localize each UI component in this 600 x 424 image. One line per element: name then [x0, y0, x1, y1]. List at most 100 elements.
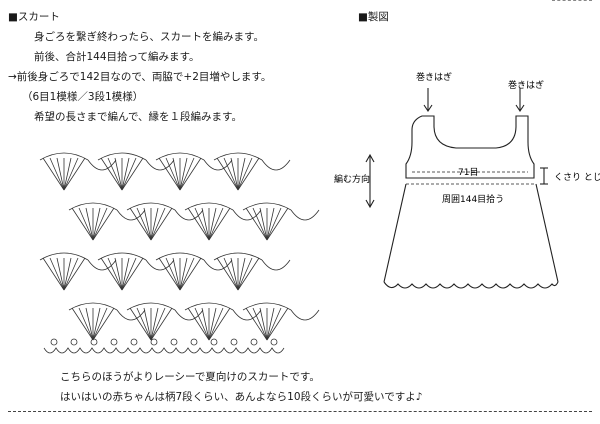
chart-stitch [194, 307, 210, 341]
chart-stitch [237, 257, 260, 291]
chart-stitch [208, 207, 224, 241]
skirt-outline [383, 183, 559, 283]
chart-stitch [150, 307, 159, 341]
chart-stitch [201, 307, 210, 341]
chart-stitch [129, 307, 152, 341]
chart-stitch [63, 157, 79, 191]
chart-stitch [172, 257, 181, 291]
page-edge-mark [552, 0, 592, 1]
chart-stitch [100, 257, 123, 291]
chart-stitch [237, 257, 253, 291]
chart-stitch [78, 307, 94, 341]
chart-fan-arc [39, 152, 89, 161]
chart-stitch [266, 207, 275, 241]
chart-stitch [92, 307, 108, 341]
chart-picot [270, 338, 278, 346]
chart-stitch [136, 307, 152, 341]
chart-chain-loop [203, 159, 233, 171]
skirt-instruction-line: 希望の長さまで編んで、縁を１段編みます。 [34, 111, 243, 123]
chart-picot [70, 338, 78, 346]
chart-stitch [42, 257, 65, 291]
chart-stitch [208, 307, 231, 341]
chart-stitch [150, 207, 159, 241]
direction-label: 編む方向 [334, 173, 370, 185]
seam-label-left: 巻きはぎ [416, 71, 452, 83]
pickup-stitch-count-label: 周囲144目拾う [442, 193, 504, 205]
chart-picot [230, 338, 238, 346]
chart-stitch [245, 207, 268, 241]
chart-stitch [121, 257, 130, 291]
chart-stitch [63, 157, 86, 191]
chart-stitch [136, 207, 152, 241]
chart-stitch [179, 157, 202, 191]
chart-stitch [252, 207, 268, 241]
chart-stitch [114, 257, 123, 291]
chart-stitch [143, 207, 152, 241]
chart-stitch [121, 157, 144, 191]
chart-stitch [85, 207, 94, 241]
chart-stitch [150, 307, 173, 341]
chart-stitch [223, 157, 239, 191]
chart-stitch [266, 207, 282, 241]
chart-stitch [49, 157, 65, 191]
chart-stitch [165, 157, 181, 191]
chart-fan-arc [126, 202, 176, 211]
chart-stitch [63, 257, 79, 291]
chart-chain-loop [145, 159, 175, 171]
skirt-instruction-line: 前後、合計144目拾って編みます。 [34, 51, 200, 63]
chart-stitch [252, 307, 268, 341]
chart-fan-arc [184, 202, 234, 211]
chart-stitch [245, 307, 268, 341]
chart-stitch [63, 157, 72, 191]
chart-stitch [208, 207, 231, 241]
chart-fan-arc [184, 302, 234, 311]
chart-fan-arc [68, 202, 118, 211]
knit-direction-arrow [365, 153, 375, 209]
chart-stitch [179, 157, 188, 191]
chart-picot [250, 338, 258, 346]
chart-stitch [259, 207, 268, 241]
chart-stitch [56, 157, 65, 191]
chart-stitch [143, 307, 152, 341]
chart-stitch [42, 157, 65, 191]
chart-chain-loop [290, 209, 320, 221]
chart-stitch [179, 157, 195, 191]
chart-chain-loop [290, 309, 320, 321]
chart-fan-arc [242, 202, 292, 211]
skirt-schematic: 巻きはぎ 巻きはぎ 編む方向 71目 周囲144目拾う くさり とじ [334, 71, 600, 289]
edging-label: くさり とじ [554, 172, 600, 183]
chart-fan-arc [242, 302, 292, 311]
page-divider [8, 411, 592, 412]
chart-stitch [208, 307, 217, 341]
chart-chain-loop [87, 159, 117, 171]
chart-chain-loop [203, 259, 233, 271]
top-stitch-count-label: 71目 [458, 167, 478, 178]
chart-stitch [237, 157, 246, 191]
chart-stitch [230, 157, 239, 191]
chart-stitch [92, 207, 108, 241]
crochet-chart [39, 152, 320, 354]
chart-stitch [266, 307, 282, 341]
bodice-outline [405, 115, 535, 179]
chart-stitch [150, 207, 173, 241]
chart-chain-loop [116, 309, 146, 321]
chart-stitch [165, 257, 181, 291]
chart-stitch [92, 207, 101, 241]
chart-chain-loop [261, 259, 291, 271]
chart-stitch [223, 257, 239, 291]
chart-stitch [56, 257, 65, 291]
chart-stitch [129, 207, 152, 241]
chart-picot [170, 338, 178, 346]
chart-stitch [216, 157, 239, 191]
chart-fan-arc [126, 302, 176, 311]
chart-fan-arc [155, 252, 205, 261]
chart-picot [190, 338, 198, 346]
chart-picot [50, 338, 58, 346]
chart-chain-loop [116, 209, 146, 221]
seam-arrow-right [515, 88, 525, 112]
chart-picot [90, 338, 98, 346]
chart-stitch [266, 207, 289, 241]
chart-stitch [100, 157, 123, 191]
chart-stitch [259, 307, 268, 341]
chart-stitch [121, 257, 137, 291]
